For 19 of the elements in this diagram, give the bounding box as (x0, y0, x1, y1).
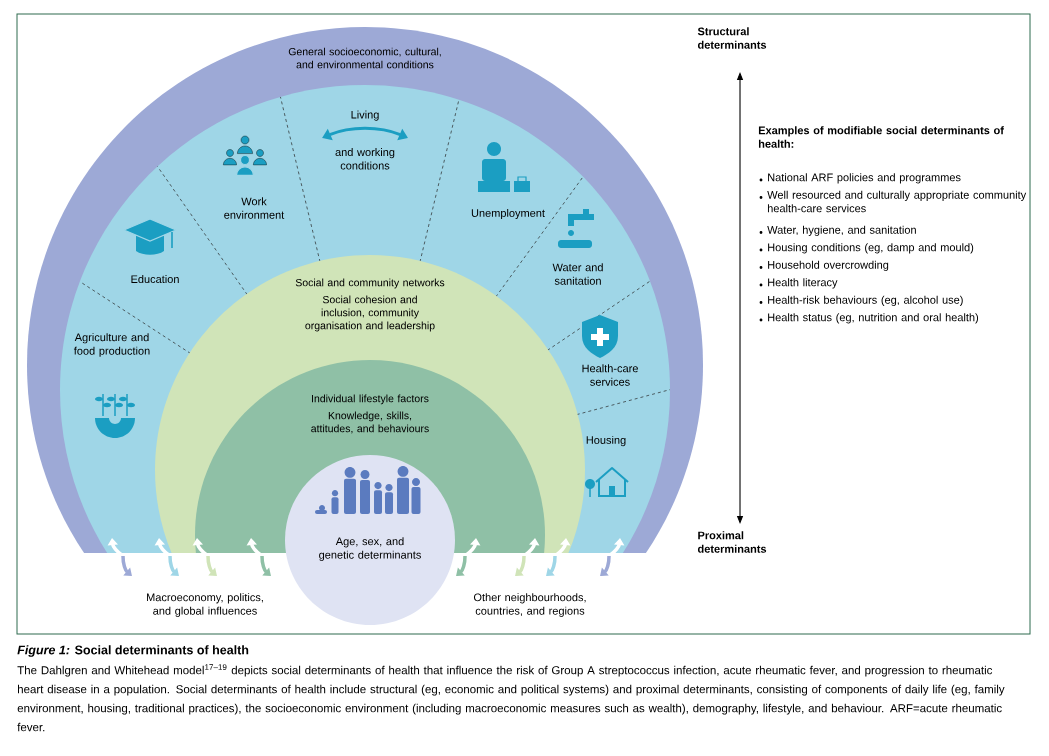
caption: The Dahlgren and Whitehead model$^{17–19}$ depicts social determinants of health that influence the risk of Group A streptococcus infection, acute rheumatic fever, and progression to rheumatic heart disease in a population. Social determinants of health include structural (eg, economic and political systems) and proximal determinants, consisting of components of daily life (eg, family environment, housing, traditional practices), the socioeconomic environment (including macroeconomic measures such as wealth), demography, lifestyle, and behaviour. ARF=acute rheumatic fever. (17, 664, 1005, 732)
sector-label: Health-care services (582, 364, 638, 386)
figure-title: Figure 1: Social determinants of health (17, 645, 249, 657)
list-item: Health literacy (768, 278, 838, 289)
sector-label: Housing (586, 435, 626, 447)
list-item: National ARF policies and programmes (768, 173, 961, 184)
list-item: Household overcrowding (768, 260, 889, 271)
list-item: Health status (eg, nutrition and oral health) (768, 313, 979, 324)
list-heading: Examples of modifiable social determinants of health: (758, 126, 1004, 148)
sector-label: Work environment (224, 197, 285, 219)
region-label: Other neighbourhoods, countries, and regions (473, 593, 586, 617)
sector-label: Living and working conditions (335, 110, 395, 170)
list-item: Housing conditions (eg, damp and mould) (768, 243, 974, 254)
sector-label: Unemployment (471, 208, 545, 220)
list-item: Water, hygiene, and sanitation (767, 225, 916, 236)
region-label: Macroeconomy, politics, and global influences (147, 593, 263, 617)
list-item: Health-risk behaviours (eg, alcohol use) (768, 295, 963, 306)
sector-label: Agriculture and food production (73, 333, 150, 357)
list-item: Well resourced and culturally appropriate community health-care services (767, 190, 1027, 213)
